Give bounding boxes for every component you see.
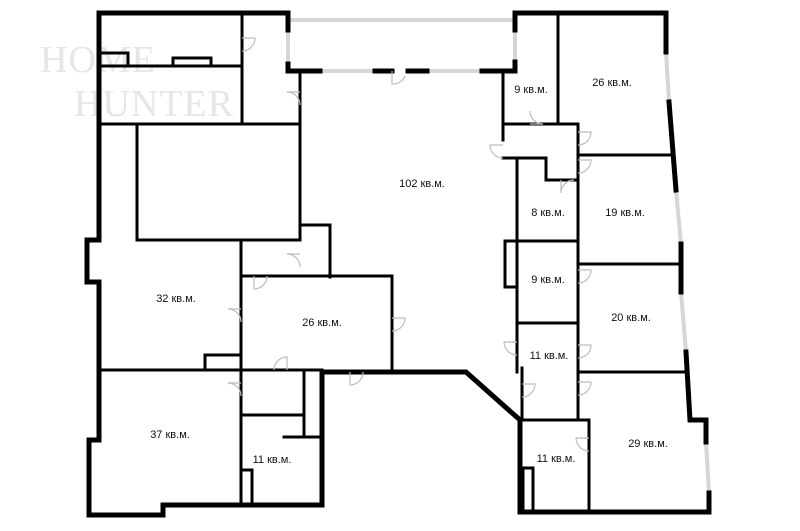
room-label-11c: 11 кв.м. [252,454,292,466]
windows [286,18,711,494]
doors [227,37,592,452]
room-label-32: 32 кв.м. [156,293,196,305]
room-label-9a: 9 кв.м. [514,84,548,96]
room-label-11b: 11 кв.м. [536,453,576,465]
outer-walls [84,10,712,518]
room-label-26b: 26 кв.м. [302,317,342,329]
room-label-26a: 26 кв.м. [592,77,632,89]
room-label-102: 102 кв.м. [399,178,445,190]
room-label-9b: 9 кв.м. [531,274,565,286]
room-label-8: 8 кв.м. [531,207,565,219]
room-label-37: 37 кв.м. [150,429,190,441]
room-label-19: 19 кв.м. [605,207,645,219]
interior-walls [97,11,688,514]
room-label-11a: 11 кв.м. [529,350,569,362]
room-label-20: 20 кв.м. [611,312,651,324]
room-label-29: 29 кв.м. [628,438,668,450]
